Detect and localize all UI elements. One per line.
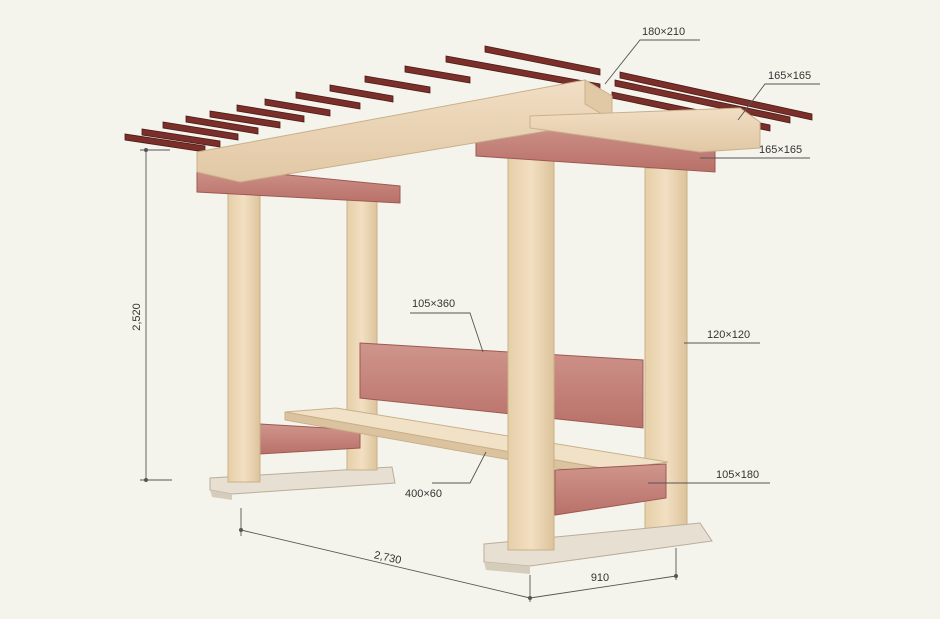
- label-height: 2,520: [131, 303, 143, 331]
- label-lower-rail: 105×180: [716, 469, 759, 481]
- back-board: [359, 342, 644, 429]
- lower-rail-right: [554, 463, 667, 516]
- label-seat: 400×60: [405, 488, 442, 500]
- label-top-beam-end: 165×165: [768, 70, 811, 82]
- label-post: 120×120: [707, 329, 750, 341]
- post-front-left: [227, 191, 261, 483]
- label-back-board: 105×360: [412, 298, 455, 310]
- post-front-right: [507, 154, 555, 551]
- label-main-beam: 180×210: [642, 26, 685, 38]
- label-cross-beam: 165×165: [759, 144, 802, 156]
- foundation-right: [483, 522, 713, 574]
- callout-leaders: [410, 39, 820, 484]
- dimension-dots: [144, 148, 678, 600]
- label-depth: 910: [591, 572, 609, 584]
- main-beams: [196, 79, 761, 183]
- label-length: 2,730: [373, 549, 402, 566]
